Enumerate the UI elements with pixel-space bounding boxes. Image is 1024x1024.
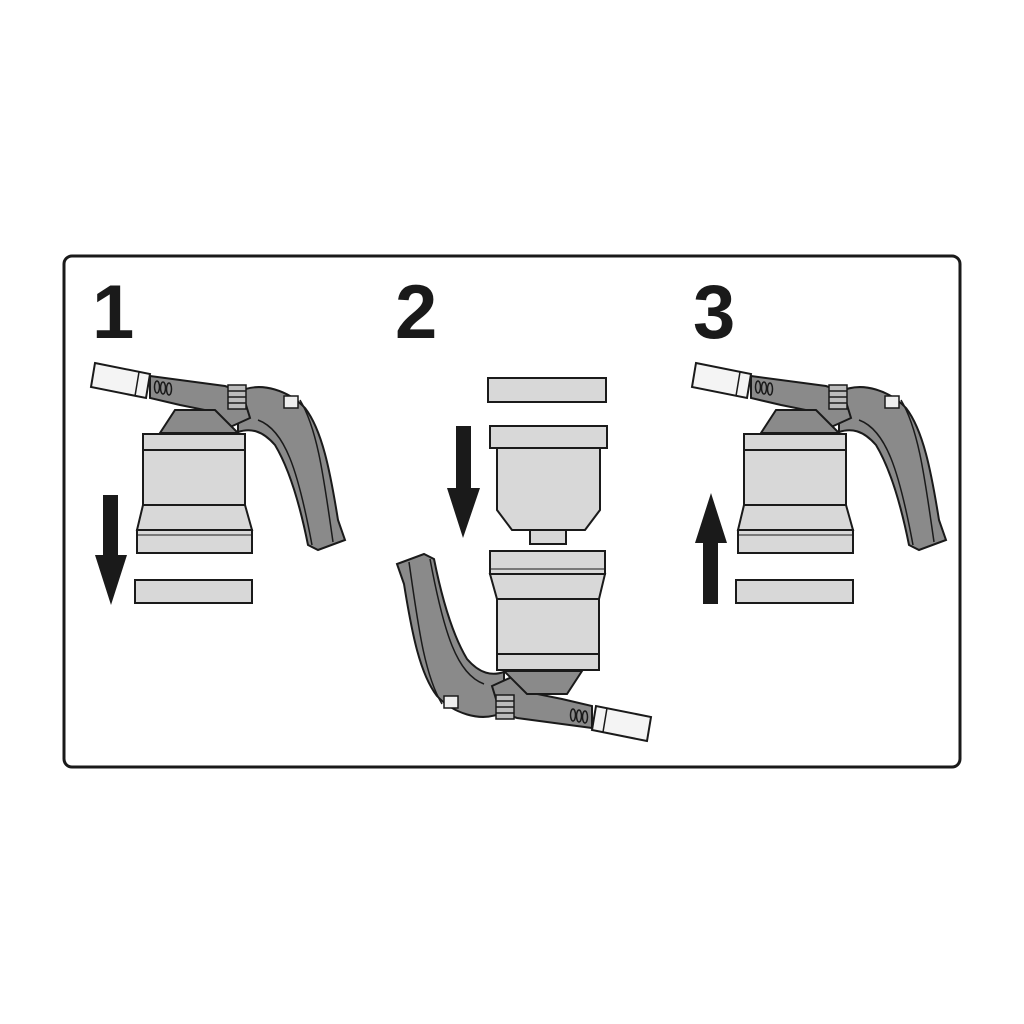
base-plate [134,579,253,604]
step-2: 2 [395,270,652,742]
step-3: 3 [691,270,947,604]
gas-cartridge [489,425,608,545]
arrow-down-icon [95,495,127,605]
step-number: 3 [693,270,735,355]
step-1: 1 [90,270,346,605]
base-plate [735,579,854,604]
base-plate [487,377,607,403]
step-number: 1 [92,270,134,355]
step-number: 2 [395,270,437,355]
arrow-up-icon [695,493,727,604]
arrow-down-icon [447,426,480,538]
